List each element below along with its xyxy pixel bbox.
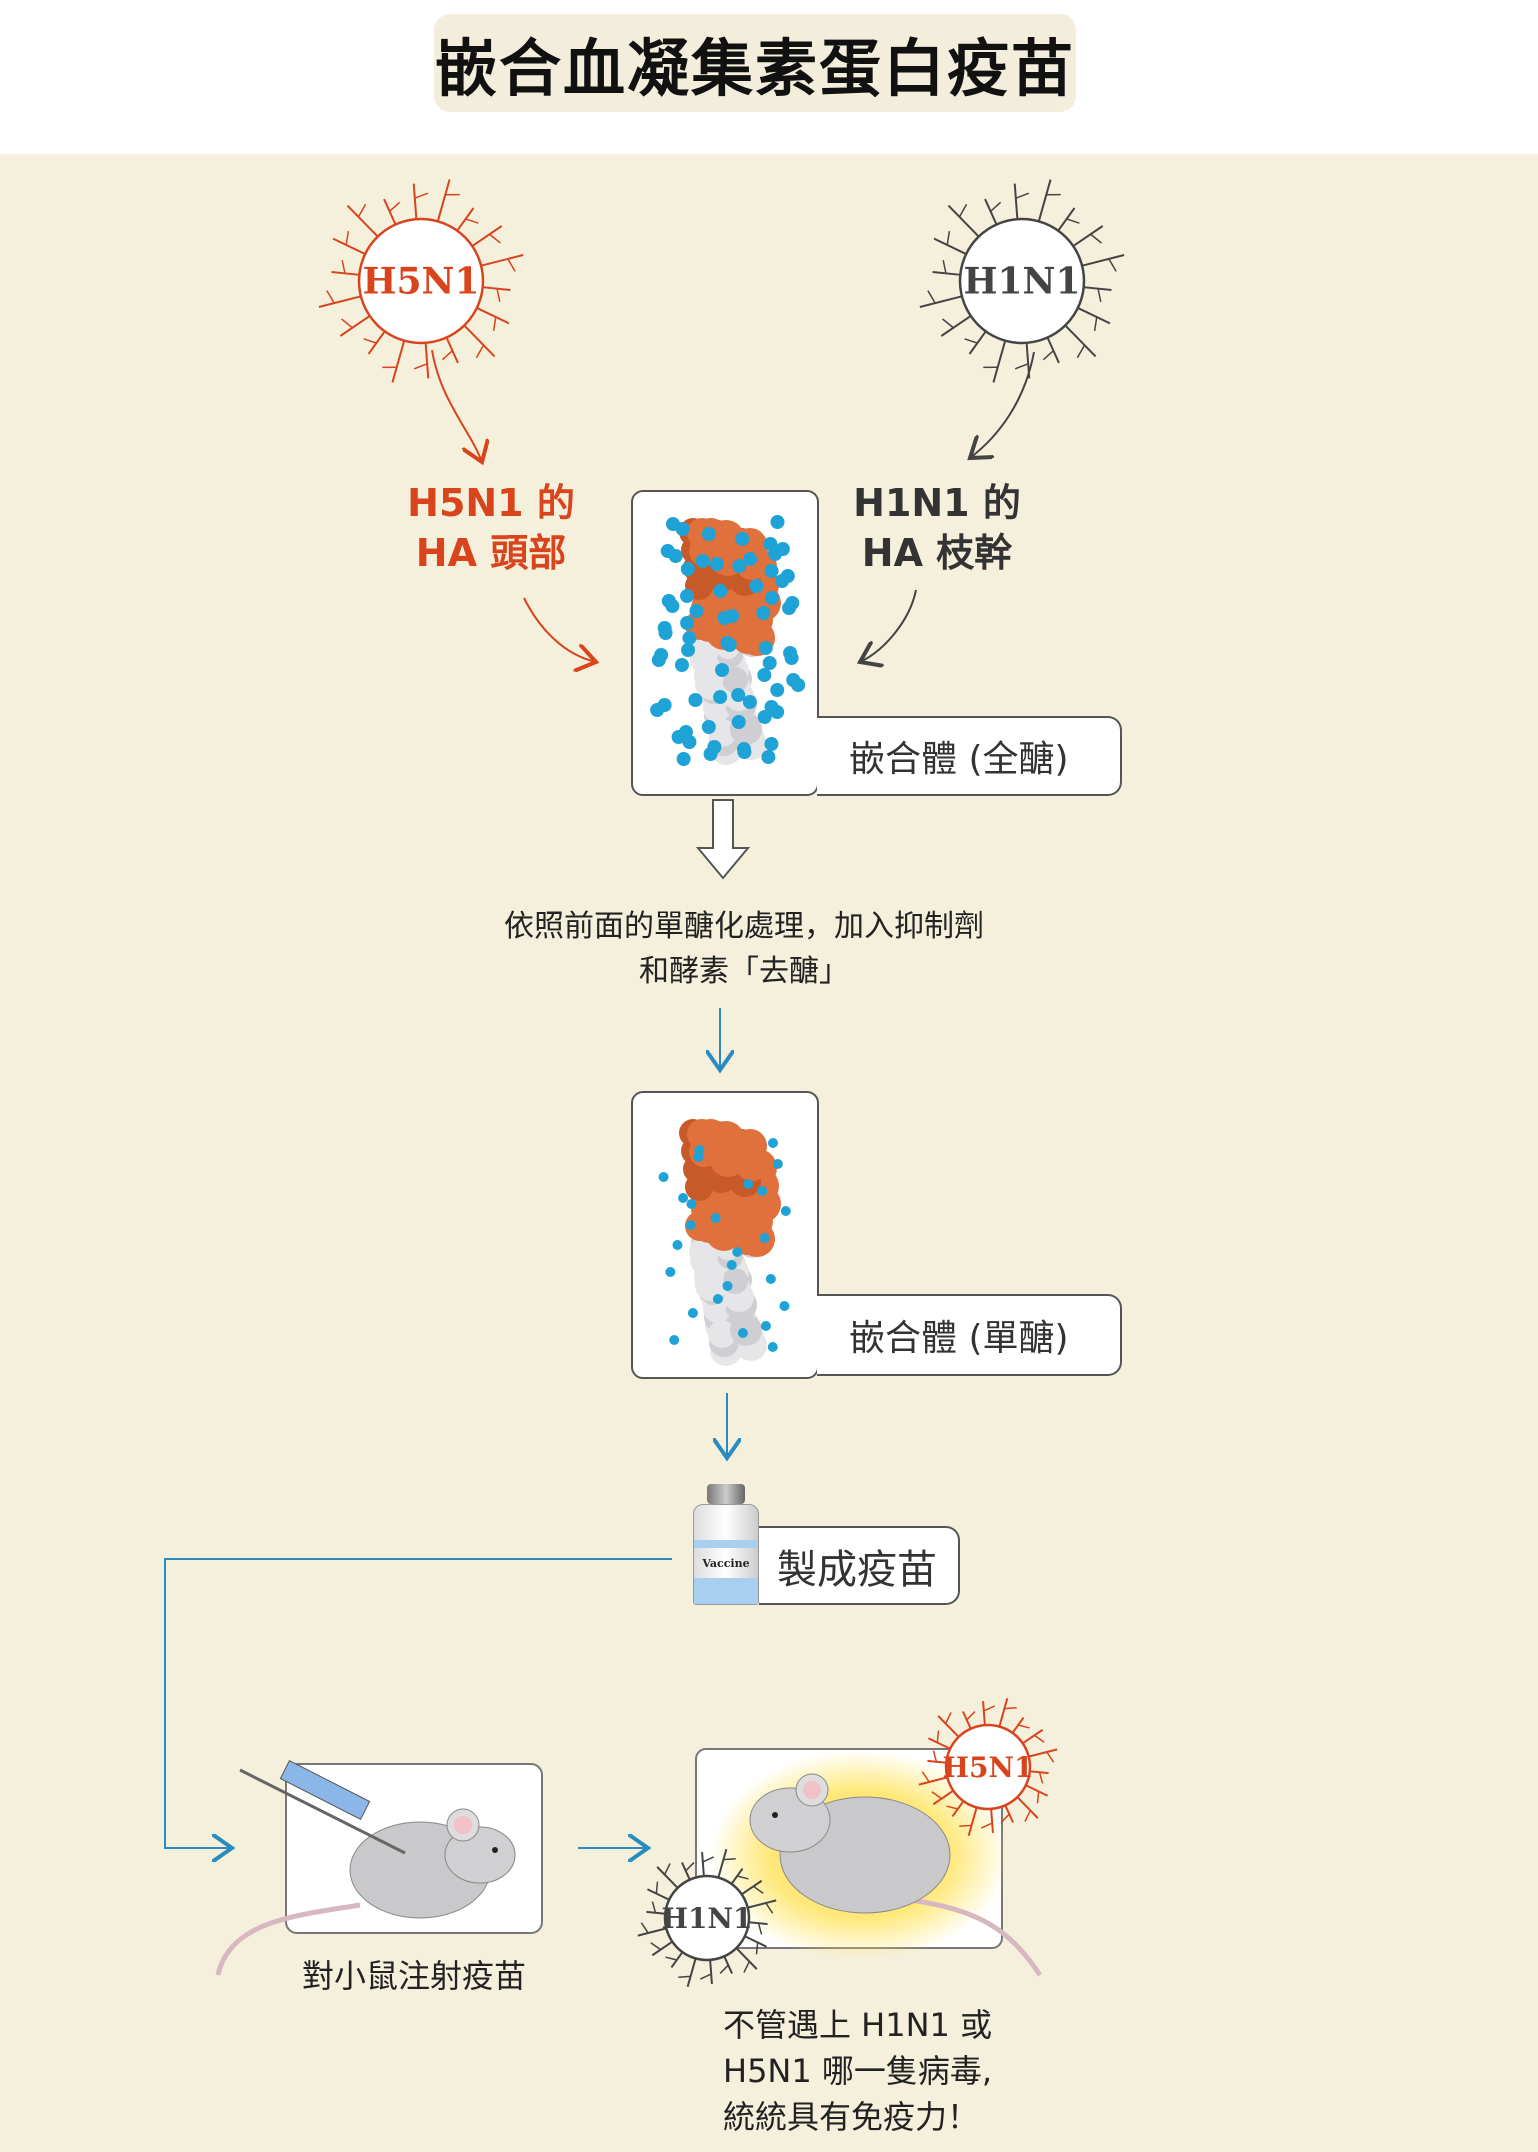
vial-label: Vaccine — [702, 1556, 750, 1570]
make-vaccine-label: 製成疫苗 — [759, 1526, 960, 1605]
h5n1-head-label: H5N1 的 HA 頭部 — [371, 478, 611, 578]
virus-label: H5N1 — [942, 1751, 1033, 1784]
label-line: HA 枝幹 — [861, 531, 1013, 575]
arrow-h5n1-to-box — [523, 597, 596, 662]
text-line: 不管遇上 H1N1 或 — [723, 2006, 993, 2044]
blue-line-to-mouse — [164, 1558, 672, 1848]
mouse-1 — [215, 1808, 516, 1976]
hollow-down-arrow — [695, 799, 751, 880]
text-line: 和酵素「去醣」 — [639, 954, 849, 989]
syringe-icon — [239, 1759, 406, 1855]
h5n1-virus-icon: H5N1 — [318, 179, 524, 383]
protein-structure — [650, 515, 806, 766]
arrow-h5n1-down — [431, 349, 482, 462]
text-line: 統統具有免疫力！ — [723, 2098, 980, 2136]
label-line: H5N1 的 — [407, 481, 575, 525]
chimera-mono-label: 嵌合體 (單醣) — [817, 1294, 1122, 1376]
page-title: 嵌合血凝集素蛋白疫苗 — [434, 14, 1076, 112]
protein-mono-glycan-image — [631, 1091, 819, 1379]
text-line: 依照前面的單醣化處理，加入抑制劑 — [504, 909, 984, 944]
h5n1-virus-icon: H5N1 — [918, 1698, 1058, 1836]
virus-label: H5N1 — [362, 261, 479, 303]
label-line: HA 頭部 — [415, 531, 567, 575]
arrow-h1n1-down — [970, 351, 1035, 458]
chimera-full-label: 嵌合體 (全醣) — [817, 716, 1122, 796]
protein-full-glycan-image — [631, 490, 819, 796]
virus-label: H1N1 — [963, 261, 1080, 303]
arrow-h1n1-to-box — [860, 589, 917, 662]
vaccine-vial-icon: Vaccine — [693, 1484, 759, 1605]
h1n1-virus-icon: H1N1 — [637, 1849, 777, 1987]
h1n1-virus-icon: H1N1 — [919, 179, 1125, 383]
protein-structure — [658, 1119, 791, 1366]
label-line: H1N1 的 — [853, 481, 1021, 525]
result-text: 不管遇上 H1N1 或 H5N1 哪一隻病毒, 統統具有免疫力！ — [723, 2002, 992, 2140]
inject-caption: 對小鼠注射疫苗 — [301, 1957, 526, 1995]
process-text: 依照前面的單醣化處理，加入抑制劑 和酵素「去醣」 — [394, 904, 1094, 994]
h1n1-stem-label: H1N1 的 HA 枝幹 — [817, 478, 1057, 578]
text-line: H5N1 哪一隻病毒, — [723, 2052, 993, 2090]
virus-label: H1N1 — [661, 1902, 752, 1935]
